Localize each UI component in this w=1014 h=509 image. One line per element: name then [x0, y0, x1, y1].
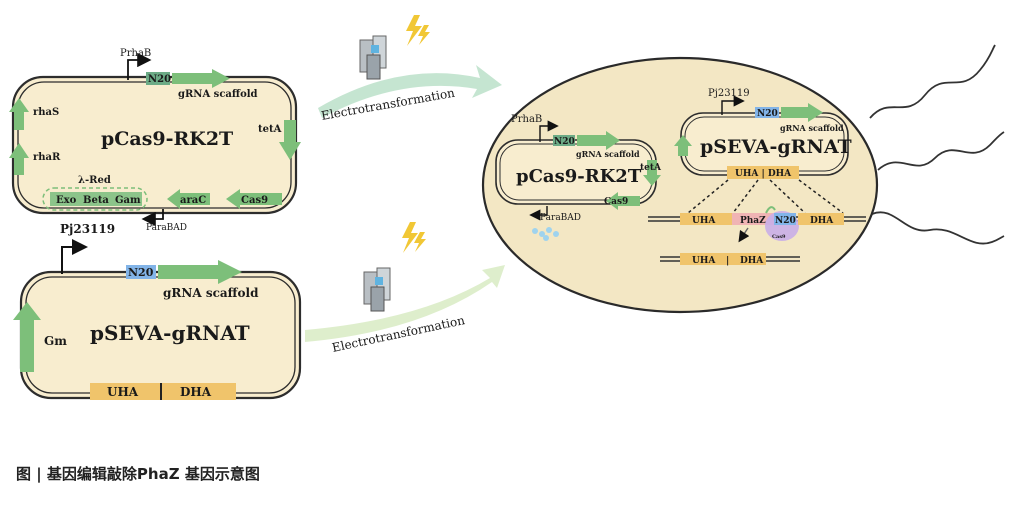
- beta-label: Beta: [83, 195, 109, 206]
- chromosome-result: UHA | DHA: [660, 253, 800, 266]
- grna-label: gRNA scaffold: [178, 89, 258, 100]
- cas9-label: Cas9: [241, 195, 268, 206]
- teta-arrow: [643, 160, 661, 186]
- flagellum-icon: [869, 44, 996, 119]
- gm-arrow: [13, 302, 41, 372]
- gam-label: Gam: [115, 195, 141, 206]
- grna-label: gRNA scaffold: [576, 149, 640, 159]
- cell-plasmid-pcas9-rk2t: PrhaB N20 gRNA scaffold tetA Cas9 ParaBA…: [495, 114, 662, 241]
- cas9-protein-icon: [532, 227, 559, 241]
- promoter-label: Pj23119: [708, 88, 750, 99]
- exo-label: Exo: [56, 195, 77, 206]
- deletion-arrow: [738, 227, 750, 243]
- cas9-arrow: [606, 192, 640, 210]
- plasmid-name: pCas9-RK2T: [516, 166, 642, 187]
- teta-arrow: [279, 120, 301, 160]
- plasmid-pcas9-rk2t: PrhaB N20 gRNA scaffold tetA rhaS rhaR λ…: [9, 48, 301, 233]
- gm-arrow: [674, 135, 692, 156]
- cell-plasmid-pseva-grnat: Pj23119 N20 gRNA scaffold UHA | DHA pSEV…: [674, 88, 852, 179]
- flagellum-icon: [871, 211, 1005, 245]
- chrom-dha-label: DHA: [810, 216, 834, 226]
- cuvette-icon: [363, 267, 391, 312]
- figure-caption: 图 | 基因编辑敲除PhaZ 基因示意图: [16, 465, 260, 483]
- teta-label: tetA: [258, 124, 282, 135]
- grna-arrow: [577, 131, 620, 150]
- promoter-arrow: [61, 239, 88, 274]
- lightning-icon: [406, 15, 422, 46]
- grna-loop: [765, 206, 776, 214]
- teta-label: tetA: [640, 163, 662, 173]
- arac-arrow: [167, 189, 210, 209]
- electroporation-top: Electrotransformation: [318, 15, 502, 123]
- phaz-label: PhaZ: [740, 216, 766, 226]
- promoter-arrow: [539, 120, 559, 142]
- grna-label: gRNA scaffold: [780, 123, 844, 133]
- grna-arrow: [158, 260, 242, 284]
- result-dha-label: DHA: [740, 256, 764, 266]
- parabad-promoter-arrow: [141, 209, 164, 227]
- rhas-arrow: [9, 98, 29, 130]
- homology-alignment-lines: [687, 179, 844, 214]
- chromosome-target: UHA PhaZ N20 Cas9 DHA: [648, 206, 866, 243]
- homology-arms-label: UHA | DHA: [735, 169, 792, 179]
- plasmid-name: pCas9-RK2T: [101, 128, 233, 150]
- bacterial-cell: PrhaB N20 gRNA scaffold tetA Cas9 ParaBA…: [481, 44, 1005, 314]
- parabad-promoter-arrow: [529, 206, 548, 221]
- plasmid-pseva-grnat: Pj23119 N20 gRNA scaffold Gm UHA DHA pSE…: [13, 222, 302, 400]
- n20-box: [553, 135, 575, 146]
- plasmid-name: pSEVA-gRNAT: [90, 321, 250, 345]
- lightning-icon: [418, 25, 430, 45]
- n20-box: [146, 72, 170, 85]
- lightning-icon: [402, 222, 418, 253]
- promoter-label: PrhaB: [511, 114, 542, 125]
- n20-label: N20: [757, 109, 778, 119]
- grna-arrow: [781, 103, 823, 122]
- dha-label: DHA: [180, 385, 212, 399]
- grna-label: gRNA scaffold: [163, 286, 259, 300]
- promoter-label: Pj23119: [60, 222, 115, 236]
- result-uha-label: UHA: [692, 256, 716, 266]
- result-uha-dha-bar: [680, 253, 766, 265]
- electrotransformation-arrow: [318, 65, 502, 118]
- plasmid-name: pSEVA-gRNAT: [700, 136, 852, 158]
- lambda-red-label: λ-Red: [78, 175, 111, 186]
- gm-label: Gm: [44, 334, 67, 348]
- uha-dha-bar: [90, 383, 236, 400]
- electrotransformation-arrow: [305, 265, 505, 342]
- chrom-n20-label: N20: [775, 216, 796, 226]
- cas9-small-label: Cas9: [772, 234, 786, 240]
- cas9-label: Cas9: [604, 197, 628, 207]
- lightning-icon: [414, 232, 426, 252]
- n20-box: [126, 265, 156, 279]
- n20-label: N20: [554, 137, 575, 147]
- exo-beta-gam-bar: [50, 192, 142, 206]
- cuvette-icon: [359, 35, 387, 80]
- diagram-canvas: PrhaB N20 gRNA scaffold tetA rhaS rhaR λ…: [9, 15, 1005, 400]
- chrom-uha-label: UHA: [692, 216, 716, 226]
- rhar-arrow: [9, 143, 29, 175]
- uha-dha-bar: [727, 166, 799, 179]
- rhar-label: rhaR: [33, 152, 61, 163]
- chrom-uha-box: [680, 213, 732, 225]
- parabad-label: ParaBAD: [146, 223, 187, 233]
- electroporation-bottom: Electrotransformation: [305, 222, 505, 355]
- n20-label: N20: [128, 266, 154, 279]
- n20-label: N20: [148, 74, 171, 85]
- cas9-arrow: [226, 189, 282, 209]
- flagellum-icon: [877, 131, 1005, 171]
- promoter-arrow: [127, 52, 152, 80]
- n20-box: [755, 107, 779, 118]
- result-divider: |: [726, 256, 729, 266]
- arac-label: araC: [180, 195, 206, 206]
- chrom-dha-box: [798, 213, 844, 225]
- phaz-gene-box: [732, 213, 774, 225]
- rhas-label: rhaS: [33, 107, 59, 118]
- chrom-n20-box: [774, 213, 796, 225]
- lambda-red-region: [42, 187, 148, 211]
- grna-arrow: [172, 69, 230, 88]
- uha-label: UHA: [107, 385, 139, 399]
- parabad-label: ParaBAD: [540, 213, 581, 223]
- promoter-label: PrhaB: [120, 48, 151, 59]
- promoter-arrow: [721, 95, 745, 115]
